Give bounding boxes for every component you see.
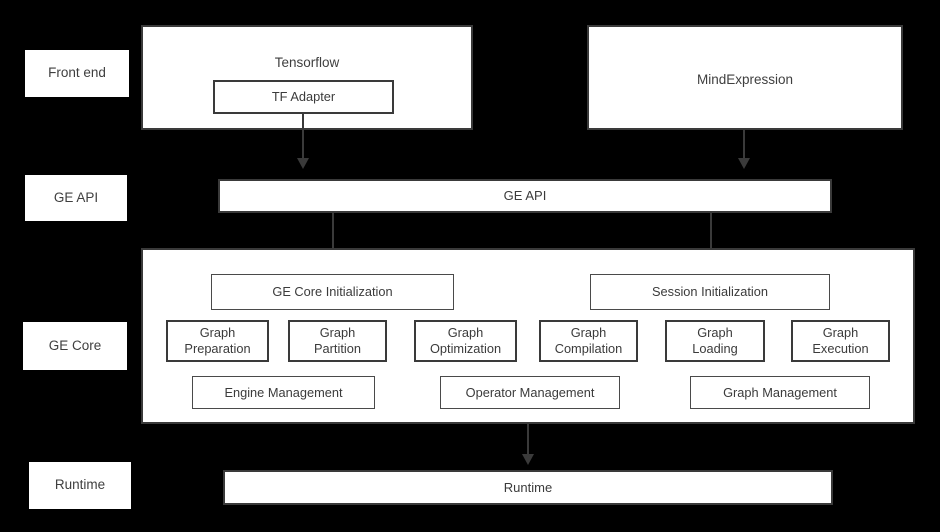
tf-adapter-box[interactable]: TF Adapter — [213, 80, 394, 114]
tensorflow-container[interactable]: Tensorflow — [141, 25, 473, 130]
connector-tfadapter-to-geapi — [302, 114, 304, 162]
graph-preparation-box[interactable]: Graph Preparation — [166, 320, 269, 362]
connector-geapi-to-gecore-init — [332, 213, 334, 262]
layer-label-ge-core: GE Core — [23, 322, 127, 370]
arrowhead-tfadapter-to-geapi — [297, 158, 309, 169]
graph-partition-box[interactable]: Graph Partition — [288, 320, 387, 362]
ge-api-bar[interactable]: GE API — [218, 179, 832, 213]
graph-optimization-box[interactable]: Graph Optimization — [414, 320, 517, 362]
mindexpression-container[interactable]: MindExpression — [587, 25, 903, 130]
session-initialization-box[interactable]: Session Initialization — [590, 274, 830, 310]
ge-core-initialization-box[interactable]: GE Core Initialization — [211, 274, 454, 310]
layer-label-ge-api: GE API — [25, 175, 127, 221]
graph-loading-box[interactable]: Graph Loading — [665, 320, 765, 362]
graph-execution-box[interactable]: Graph Execution — [791, 320, 890, 362]
connector-gecore-to-runtime — [527, 424, 529, 458]
operator-management-box[interactable]: Operator Management — [440, 376, 620, 409]
engine-management-box[interactable]: Engine Management — [192, 376, 375, 409]
layer-label-runtime: Runtime — [29, 462, 131, 509]
connector-mindexpression-to-geapi — [743, 130, 745, 162]
connector-geapi-to-session-init — [710, 213, 712, 262]
graph-management-box[interactable]: Graph Management — [690, 376, 870, 409]
arrowhead-mindexpression-to-geapi — [738, 158, 750, 169]
mindexpression-label: MindExpression — [696, 72, 794, 87]
runtime-bar[interactable]: Runtime — [223, 470, 833, 505]
arrowhead-gecore-to-runtime — [522, 454, 534, 465]
graph-compilation-box[interactable]: Graph Compilation — [539, 320, 638, 362]
layer-label-front-end: Front end — [25, 50, 129, 97]
tensorflow-label: Tensorflow — [274, 55, 340, 70]
